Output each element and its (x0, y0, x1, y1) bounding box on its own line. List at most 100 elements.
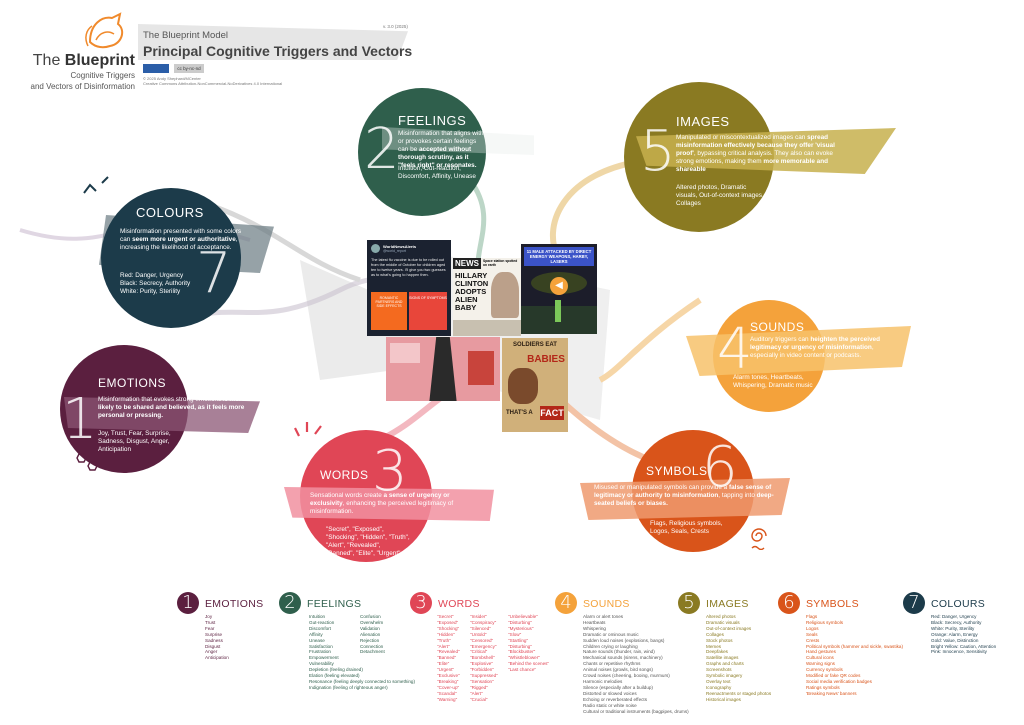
legend-list-item: Sudden loud noises (explosions, bangs) (583, 637, 665, 643)
legend-list-item: Nature sounds (thunder, rain, wind) (583, 649, 655, 655)
legend-list-item: "Cover-up" (437, 684, 460, 690)
words-examples: "Secret", "Exposed", "Shocking", "Hidden… (326, 526, 410, 557)
legend-list-item: Altered photos (706, 614, 736, 619)
images-number: 5 (640, 119, 676, 184)
legend-list-item: Joy (205, 614, 213, 619)
legend-list-item: Cultural icons (806, 655, 834, 661)
hexagon-icons (76, 453, 98, 471)
legend-list-item: Flags (806, 614, 818, 619)
legend-list-item: Symbolic imagery (706, 673, 743, 679)
legend-list-item: Mechanical sounds (sirens, machinery) (583, 655, 663, 661)
legend-list-item: Animal noises (growls, bird songs) (583, 667, 653, 673)
feelings-description: Misinformation that aligns with or provo… (398, 130, 484, 169)
collage-photo (386, 337, 500, 401)
legend-list-item: "Truth" (437, 637, 451, 643)
legend-list-item: Depletion (feeling drained) (309, 667, 363, 673)
video-thumbnail: 11 MALE ATTACKED BY DIRECT ENERGY WEAPON… (521, 244, 597, 334)
legend-list-item: "Whistleblower" (508, 655, 540, 661)
legend-list-item: "Critical" (470, 649, 488, 655)
legend-list-item: Out-of-context images (706, 625, 752, 631)
legend-list-item: Distorted or slowed voices (583, 690, 637, 696)
legend-list-item: "Insider" (470, 614, 488, 619)
legend-emotions-title: EMOTIONS (205, 598, 264, 610)
legend-list-item: Seals (806, 631, 818, 637)
legend-list-item: Indignation (feeling of righteous anger) (309, 684, 388, 690)
legend-list-item: "Alert" (470, 690, 483, 696)
words-title: WORDS (320, 468, 369, 482)
colours-description: Misinformation presented with some color… (120, 228, 242, 251)
tabloid-banner: NEWS (453, 258, 481, 269)
legend-list-item: Crests (806, 637, 820, 643)
legend-list-item: Screenshots (706, 667, 732, 673)
legend-list-item: Dramatic visuals (706, 619, 740, 625)
legend-list-item: "Sensation" (470, 678, 494, 684)
video-headline: 11 MALE ATTACKED BY DIRECT ENERGY WEAPON… (524, 247, 594, 266)
colours-number: 7 (196, 241, 232, 306)
legend-list-item: "Exclusive" (437, 673, 460, 679)
legend-list-item: "Untold" (470, 631, 487, 637)
legend-list-item: "Hidden" (437, 631, 455, 637)
sounds-title: SOUNDS (750, 320, 805, 334)
fox-logo-icon (85, 12, 124, 49)
logo-title-bold: Blueprint (64, 52, 135, 69)
legend-list-item: Children crying or laughing (583, 643, 638, 649)
images-examples: Altered photos, Dramatic visuals, Out-of… (676, 184, 764, 207)
legend-list-item: Chants or repetitive rhythms (583, 661, 641, 667)
title-band (138, 24, 408, 60)
legend-list-item: Validation (360, 625, 380, 631)
feelings-examples: Intuition, Gut-reaction, Discomfort, Aff… (398, 165, 476, 180)
legend-list-item: Confusion (360, 614, 381, 619)
legend-list-item: "Elite" (437, 661, 450, 667)
legend-list-item: Crowd noises (cheering, booing, murmurs) (583, 673, 670, 679)
legend-list-item: Frustration (309, 649, 331, 655)
sounds-band (686, 326, 911, 376)
legend-list-item: Memes (706, 643, 722, 649)
words-description: Sensational words create a sense of urge… (310, 492, 454, 515)
tweet-card-2: SIGNS OF SYMPTOMS (409, 292, 447, 330)
burst-icon (294, 422, 322, 437)
tweet-name: WorldNewsAlerts (383, 244, 417, 249)
feelings-title: FEELINGS (398, 113, 467, 128)
legend-list-item: Ratings symbols (806, 684, 840, 690)
legend-words-list-3: "Unbelievable""Disturbing""Mysterious""S… (508, 614, 549, 673)
legend-list-item: Gold: Value, Distinction (931, 637, 979, 643)
curve-sounds (598, 297, 702, 383)
legend-list-item: Graphs and charts (706, 661, 744, 667)
legend-list-item: "Breaking" (437, 678, 459, 684)
main-title: Principal Cognitive Triggers and Vectors (143, 43, 413, 59)
legend-list-item: "Secret" (437, 614, 454, 619)
legend-list-item: "Mysterious" (508, 625, 534, 631)
legend-list-item: Currency symbols (806, 667, 843, 673)
legend-list-item: Sadness (205, 637, 223, 643)
legend-list-item: Hand gestures (806, 649, 836, 655)
legend-words-list-2: "Insider""Conspiracy""Silenced""Untold""… (470, 614, 498, 703)
legend-list-item: Social media verification badges (806, 678, 872, 684)
legend-list-item: "Disturbing" (508, 619, 532, 625)
legend-sounds-title: SOUNDS (583, 598, 630, 610)
play-sound-icon[interactable]: ◀ (550, 277, 568, 295)
legend-images-number: 5 (678, 592, 700, 614)
legend-list-item: Surprise (205, 631, 223, 637)
symbols-number: 6 (702, 435, 738, 500)
model-name: The Blueprint Model (143, 30, 229, 41)
legend-list-item: Harmonic melodies (583, 678, 623, 684)
legend-symbols-number: 6 (778, 592, 800, 614)
legend-list-item: "Behind the scenes" (508, 661, 550, 667)
tabloid-cover: NEWS Space station spotted on earth HILL… (453, 258, 521, 336)
cc-badge: cc by-nc-nd (174, 64, 204, 73)
legend-list-item: Political symbols (hammer and sickle, sw… (806, 643, 904, 649)
tabloid-headline: HILLARY CLINTON ADOPTS ALIEN BABY (455, 271, 489, 312)
legend-list-item: Logos (806, 625, 819, 631)
legend-list-item: Resonance (feeling deeply connected to s… (309, 678, 415, 684)
images-band (636, 128, 896, 174)
logo-subtitle-1: Cognitive Triggers (70, 71, 135, 80)
legend-list-item: "Last chance" (508, 667, 537, 673)
words-band (284, 487, 494, 521)
legend-colours-number: 7 (903, 592, 925, 614)
legend-list-item: "Slow" (508, 631, 522, 637)
legend-list-item: Bright Yellow: Caution, Attention (931, 643, 997, 649)
